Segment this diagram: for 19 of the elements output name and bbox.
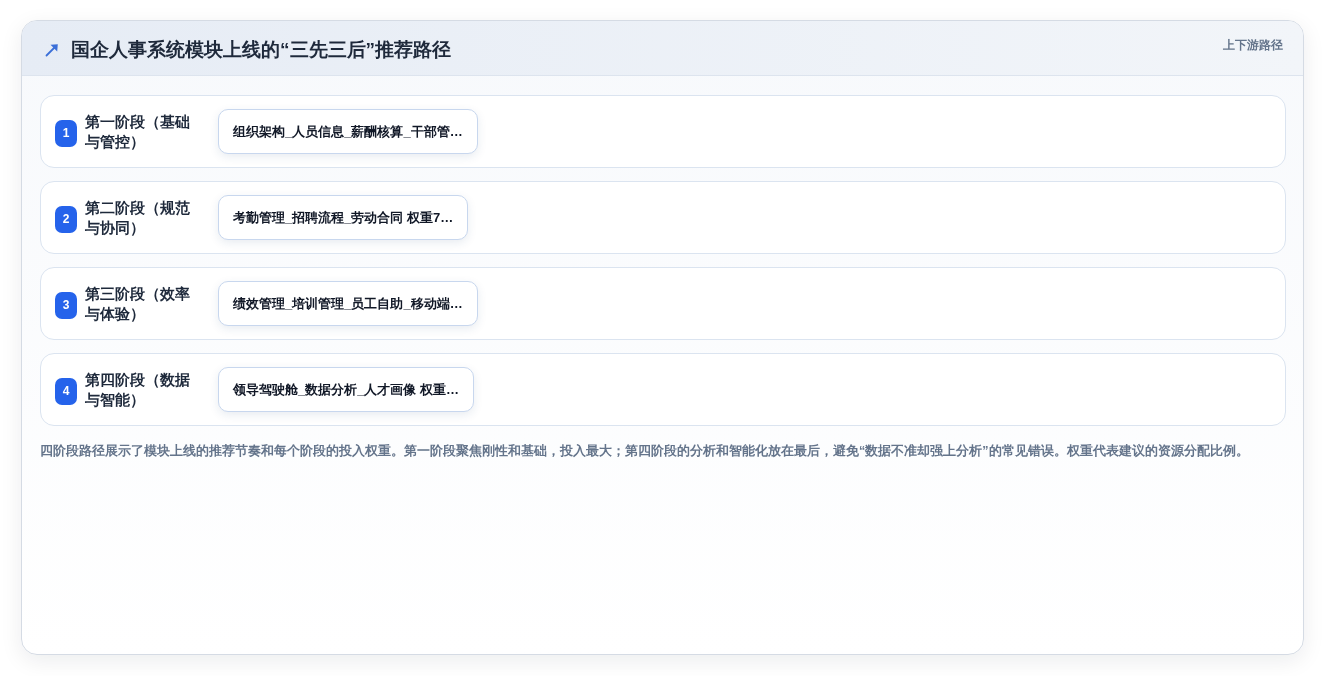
stage-row [40,353,1286,426]
title: 国企人事系统模块上线的“三先三后”推荐路径 [71,38,451,62]
module-chip: 组织架构_人员信息_薪酬核算_干部管… [218,109,478,154]
number-badge: 2 [55,206,77,233]
stage-row [40,181,1286,254]
module-chip: 绩效管理_培训管理_员工自助_移动端… [218,281,478,326]
stage-label: 第三阶段（效率与体验） [85,285,191,324]
number-badge: 4 [55,378,77,405]
module-chip: 领导驾驶舱_数据分析_人才画像 权重… [218,367,475,412]
stage-label: 第四阶段（数据与智能） [85,371,191,410]
caption: 四阶段路径展示了模块上线的推荐节奏和每个阶段的投入权重。第一阶段聚焦刚性和基础，投入最大；第四阶段的分析和智能化放在最后，避免“数据不准却强上分析”的常见错误。权重代表建议的资源分配比例。 [40,443,1249,459]
module-chip: 考勤管理_招聘流程_劳动合同 权重7… [218,195,469,240]
stage-row [40,267,1286,340]
number-badge: 3 [55,292,77,319]
stage-label: 第二阶段（规范与协同） [85,199,191,238]
stage-label: 第一阶段（基础与管控） [85,113,191,152]
number-badge: 1 [55,120,77,147]
header-note: 上下游路径 [1223,37,1283,53]
stage-row [40,95,1286,168]
